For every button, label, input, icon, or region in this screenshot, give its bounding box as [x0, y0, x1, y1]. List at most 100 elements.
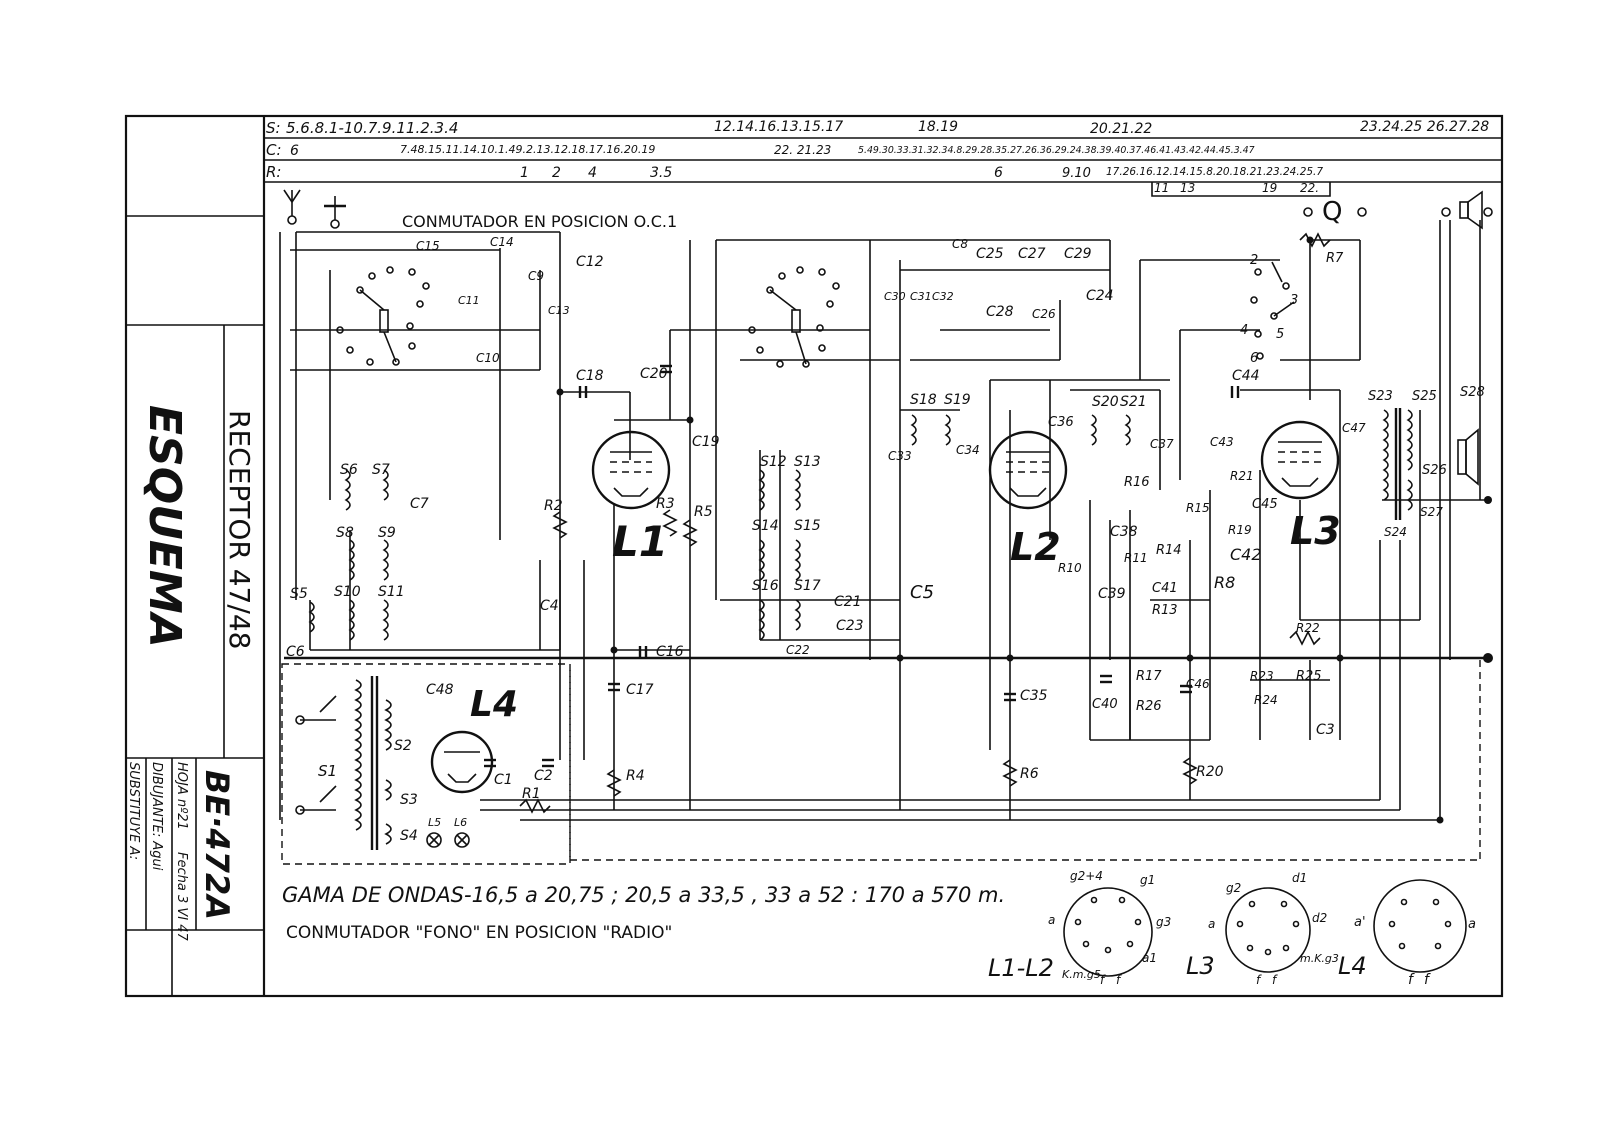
component-label: R3 [656, 496, 675, 512]
main-wiring [279, 220, 1493, 861]
waveband-switch-deck-2 [748, 266, 840, 368]
r-group: 9.10 [1062, 166, 1091, 181]
component-label: C38 [1110, 524, 1138, 540]
component-label: C8 [952, 237, 968, 251]
component-label: C20 [640, 366, 668, 382]
q-terminal: Q [1303, 197, 1367, 227]
component-label: C14 [490, 235, 514, 249]
component-label: C10 [476, 351, 500, 365]
component-label: R2 [544, 498, 563, 514]
component-label: L6 [454, 816, 467, 829]
component-label: S8 [336, 525, 354, 541]
component-label: C6 [286, 644, 305, 660]
component-label: C39 [1098, 586, 1126, 602]
tube-label: L4 [470, 684, 518, 725]
component-label: R21 [1230, 469, 1254, 483]
component-label: R16 [1124, 475, 1150, 490]
component-label: C46 [1186, 677, 1210, 691]
base-title: L3 [1186, 952, 1215, 980]
c-group: 7.48.15.11.14.10.1.49.2.13.12.18.17.16.2… [400, 143, 655, 156]
component-label: S17 [794, 578, 821, 594]
component-label: R13 [1152, 603, 1178, 618]
component-label: S24 [1384, 525, 1407, 539]
switch-pin-label: 3 [1290, 293, 1298, 308]
c-group: 5.49.30.33.31.32.34.8.29.28.35.27.26.36.… [858, 145, 1255, 156]
component-label: S16 [752, 578, 779, 594]
s-group: 5.6.8.1-10.7.9.11.2.3.4 [286, 119, 458, 137]
r-row-prefix: R: [266, 163, 281, 181]
svg-text:a1: a1 [1142, 951, 1157, 965]
component-label: R10 [1058, 561, 1082, 575]
component-label: R6 [1020, 766, 1039, 782]
base-title: L4 [1338, 952, 1367, 980]
tube-label: L2 [1010, 525, 1061, 569]
svg-text:K.m.g5: K.m.g5 [1062, 968, 1101, 981]
s-group: 20.21.22 [1090, 121, 1152, 137]
component-label: S13 [794, 454, 821, 470]
component-label: R19 [1228, 523, 1252, 537]
r-group: 13 [1180, 181, 1195, 195]
coil-symbols [308, 408, 1479, 641]
component-label: S21 [1120, 394, 1147, 410]
svg-text:a': a' [1354, 915, 1366, 930]
svg-text:f: f [1424, 972, 1431, 988]
component-label: S1 [318, 762, 337, 780]
component-label: C7 [410, 496, 429, 512]
sheet-date: Fecha 3 VI 47 [174, 852, 189, 941]
svg-text:f: f [1408, 972, 1415, 988]
tube-label: L3 [1290, 509, 1341, 553]
base-title: L1-L2 [988, 954, 1054, 982]
component-label: C44 [1232, 368, 1260, 384]
component-label: R7 [1326, 251, 1344, 266]
speaker-icon [1441, 190, 1493, 230]
c-group: 22. 21.23 [774, 143, 831, 157]
switch-pin-label: 4 [1240, 323, 1248, 338]
component-label: S5 [290, 586, 308, 602]
component-label: C34 [956, 443, 980, 457]
svg-text:f: f [1116, 973, 1122, 987]
power-transformer [295, 676, 392, 850]
component-label: S25 [1412, 389, 1437, 404]
base-pinout-l3: g2 d1 a d2 m.K.g3 f f L3 [1186, 871, 1339, 987]
component-label: C40 [1092, 697, 1118, 712]
earth-symbol [324, 196, 346, 229]
component-label: C26 [1032, 307, 1056, 321]
r-group: 3.5 [650, 165, 672, 181]
draftsman: DIBUJANTE: Agui [149, 762, 164, 871]
component-label: S15 [794, 518, 821, 534]
component-label: C32 [932, 290, 954, 303]
component-label: R15 [1186, 501, 1210, 515]
component-label: R24 [1254, 693, 1278, 707]
r-group: 19 [1262, 181, 1277, 195]
svg-text:Q: Q [1322, 197, 1342, 227]
tube-l2-symbol [988, 430, 1068, 510]
base-pinout-l4: a' a f f L4 [1338, 879, 1476, 988]
component-label: R23 [1250, 669, 1274, 683]
component-label: R11 [1124, 551, 1148, 565]
svg-text:a: a [1468, 917, 1476, 932]
component-label: S12 [760, 454, 787, 470]
component-label: C31 [910, 290, 932, 303]
s-group: 12.14.16.13.15.17 [714, 119, 843, 135]
component-label: C2 [534, 768, 553, 784]
component-label: C13 [548, 304, 570, 317]
sheet-number: HOJA nº21 [174, 762, 189, 830]
supersedes: SUBSTITUYE A: [126, 762, 141, 860]
component-label: S7 [372, 462, 390, 478]
component-label: C45 [1252, 497, 1278, 512]
title-receptor: RECEPTOR 47/48 [223, 410, 256, 649]
component-label: C16 [656, 644, 684, 660]
component-label: C15 [416, 239, 440, 253]
tube-label: L1 [612, 517, 668, 566]
component-label: C22 [786, 643, 810, 657]
component-label: R4 [626, 768, 645, 784]
svg-text:f: f [1100, 973, 1106, 987]
svg-text:g2: g2 [1226, 881, 1241, 895]
c-row-prefix: C: [266, 141, 282, 159]
svg-text:d2: d2 [1312, 911, 1327, 925]
component-label: S9 [378, 525, 396, 541]
component-label: C28 [986, 304, 1014, 320]
component-label: R5 [694, 504, 713, 520]
component-label: R26 [1136, 699, 1162, 714]
